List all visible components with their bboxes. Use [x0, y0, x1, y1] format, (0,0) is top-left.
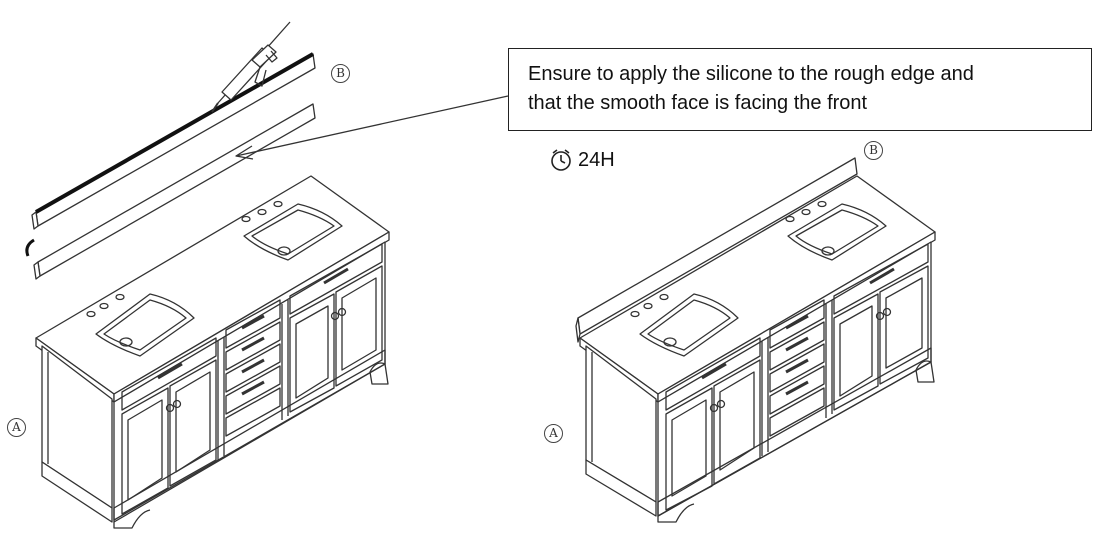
- label-vanity-right: A: [544, 424, 563, 443]
- vanity-right: [575, 157, 936, 523]
- label-backsplash-left: B: [331, 64, 350, 83]
- clock-icon: [551, 149, 571, 171]
- note-line-1: Ensure to apply the silicone to the roug…: [528, 63, 974, 85]
- note-line-2: that the smooth face is facing the front: [528, 92, 868, 114]
- label-vanity-left: A: [7, 418, 26, 437]
- label-backsplash-right: B: [864, 141, 883, 160]
- vanity-left: [35, 175, 390, 529]
- cure-time-indicator: 24H: [549, 147, 615, 173]
- silicone-bead: [35, 52, 314, 214]
- instruction-note: Ensure to apply the silicone to the roug…: [508, 48, 1092, 131]
- backsplash-pieces: [31, 52, 316, 280]
- bracket-mark: [25, 238, 35, 257]
- note-pointer-arrow: [235, 95, 509, 160]
- caulk-gun-icon: [211, 21, 291, 113]
- cure-time-text: 24H: [578, 148, 615, 171]
